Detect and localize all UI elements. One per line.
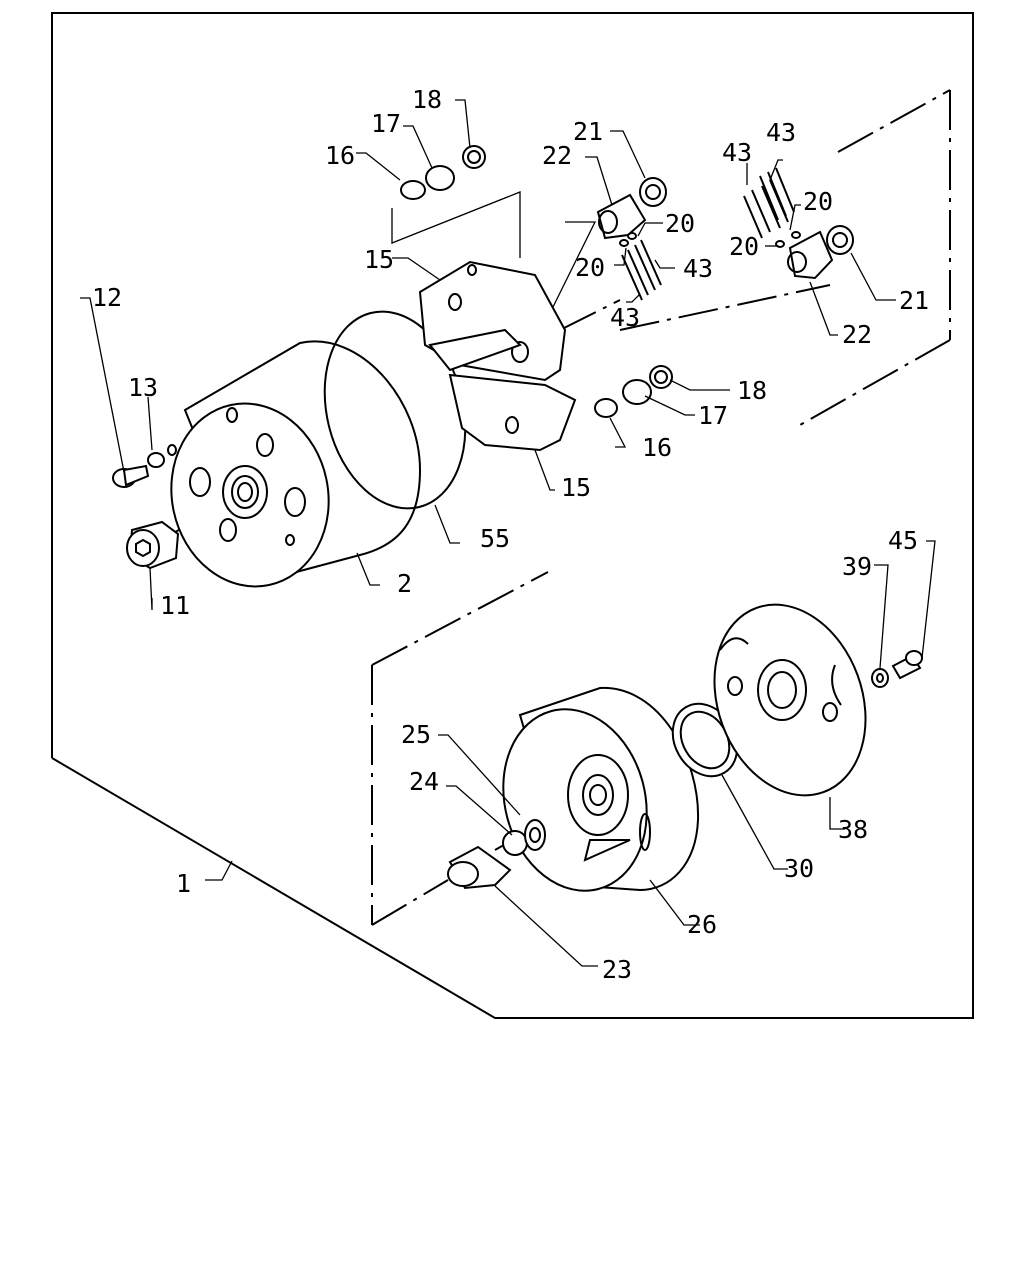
housing-part: [167, 340, 422, 588]
label-1: 1: [176, 869, 191, 898]
label-22-right: 22: [842, 320, 872, 349]
label-15-bottom: 15: [561, 473, 591, 502]
label-15-top: 15: [364, 245, 394, 274]
cover-plate-part: [713, 603, 867, 797]
label-2: 2: [397, 569, 412, 598]
label-45: 45: [888, 526, 918, 555]
label-17-top: 17: [371, 109, 401, 138]
label-21-left: 21: [573, 117, 603, 146]
label-13: 13: [128, 373, 158, 402]
label-21-right: 21: [899, 286, 929, 315]
label-24: 24: [409, 767, 439, 796]
label-23: 23: [602, 955, 632, 984]
label-43-right-a: 43: [722, 138, 752, 167]
shoe-roller-right: [787, 225, 854, 280]
assembly-frame: [51, 12, 974, 1019]
label-43-left-b: 43: [610, 303, 640, 332]
bushing-group-bottom: [594, 365, 673, 418]
label-55: 55: [480, 524, 510, 553]
label-16-bottom: 16: [642, 433, 672, 462]
screw-washer-plug: [112, 452, 180, 570]
label-25: 25: [401, 720, 431, 749]
label-43-left-a: 43: [683, 254, 713, 283]
subassembly-frame-upper: [799, 89, 951, 426]
label-22-left: 22: [542, 141, 572, 170]
label-39: 39: [842, 552, 872, 581]
label-30: 30: [784, 854, 814, 883]
label-20-right-a: 20: [803, 187, 833, 216]
label-16-top: 16: [325, 141, 355, 170]
label-20-left-a: 20: [665, 209, 695, 238]
label-38: 38: [838, 815, 868, 844]
label-12: 12: [92, 283, 122, 312]
drum-part: [502, 686, 700, 892]
spring-parts: [619, 167, 801, 301]
bolt-washers: [447, 819, 546, 890]
label-18-top: 18: [412, 85, 442, 114]
label-17-bottom: 17: [698, 401, 728, 430]
label-20-left-b: 20: [575, 253, 605, 282]
lockwasher-capscrew: [871, 650, 923, 688]
callout-labels: 18 17 16 21 22 20 20 43 43 43 43 20 20 2…: [92, 85, 929, 984]
cam-block-parts: [418, 260, 577, 452]
label-18-bottom: 18: [737, 376, 767, 405]
label-11: 11: [160, 591, 190, 620]
leader-lines: [80, 99, 936, 967]
label-43-right-b: 43: [766, 118, 796, 147]
label-26: 26: [687, 910, 717, 939]
bushing-group-top: [391, 145, 521, 258]
label-20-right-b: 20: [729, 232, 759, 261]
shoe-roller-left: [552, 177, 667, 308]
subassembly-frame-lower: [371, 571, 549, 926]
